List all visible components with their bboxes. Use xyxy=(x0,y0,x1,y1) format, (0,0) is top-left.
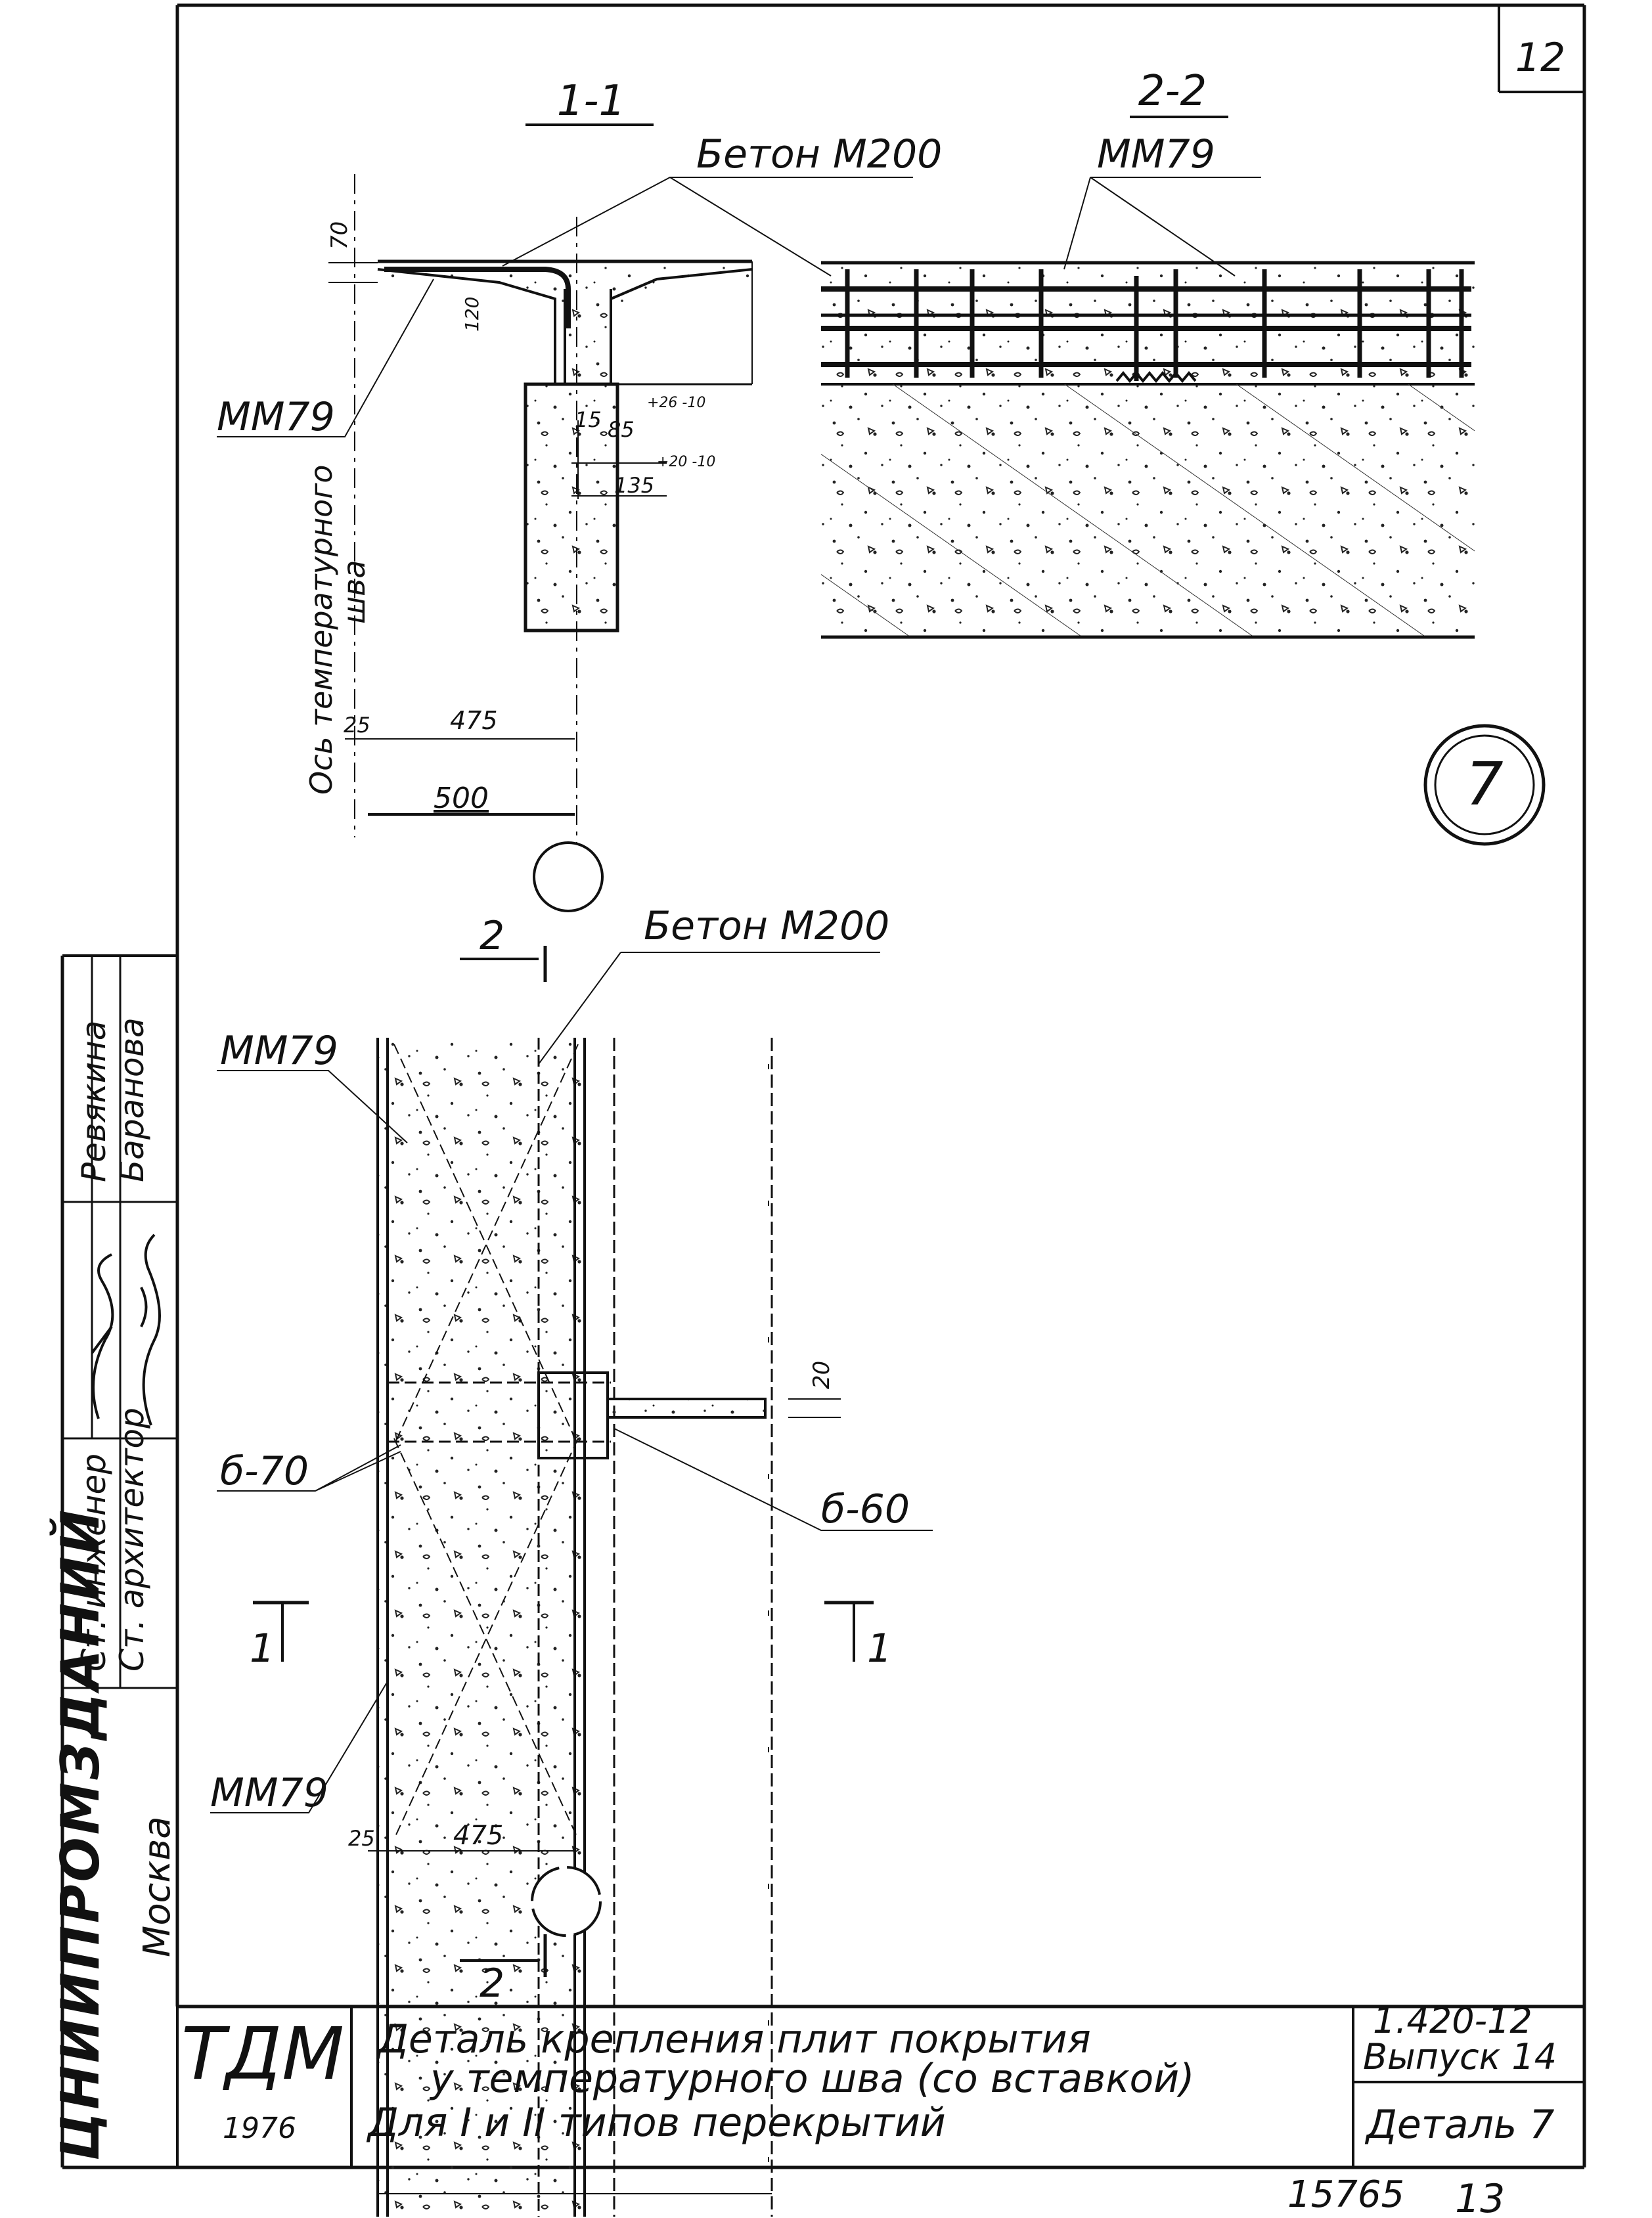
axis-label-2: шва xyxy=(336,560,372,624)
bottom-page: 13 xyxy=(1455,2176,1505,2218)
svg-text:135: 135 xyxy=(614,473,654,498)
stamp-role-1: Ст. инженер xyxy=(75,1453,113,1672)
section-1-1-beam xyxy=(524,382,619,632)
section-1-1: 1-1 70 120 15 85 +26 -10 135 +20 -10 xyxy=(217,77,942,912)
svg-text:120: 120 xyxy=(461,297,483,332)
section-2-2-mesh-label: ММ79 xyxy=(1097,131,1215,177)
page-number-box: 12 xyxy=(1498,5,1584,93)
stamp-role-2: Ст. архитектор xyxy=(113,1408,151,1672)
section-2-2: 2-2 ММ79 xyxy=(821,67,1475,639)
stamp-org: ЦНИИПРОМЗДАНИЙ xyxy=(49,1507,111,2161)
title-line-1: Деталь крепления плит покрытия xyxy=(376,2016,1091,2062)
section-2-2-rebar xyxy=(821,269,1471,384)
stamp-name-2: Баранова xyxy=(113,1017,151,1182)
plan-b70-label: б-70 xyxy=(220,1448,309,1494)
title-block: ТДМ 1976 Деталь крепления плит покрытия … xyxy=(176,2000,1584,2167)
bottom-number: 15765 xyxy=(1287,2173,1404,2216)
plan-concrete-label: Бетон М200 xyxy=(644,903,889,949)
svg-text:+26 -10: +26 -10 xyxy=(647,395,705,411)
stamp-signature-1 xyxy=(91,1253,114,1419)
svg-text:475: 475 xyxy=(450,706,498,735)
svg-text:70: 70 xyxy=(326,221,353,250)
plan-mesh-bottom-label: ММ79 xyxy=(210,1770,328,1816)
stamp-name-1: Ревякина xyxy=(75,1021,113,1182)
section-1-1-title: 1-1 xyxy=(557,77,626,125)
svg-text:25: 25 xyxy=(348,1826,375,1851)
plan-axis-bubble xyxy=(531,1866,602,1937)
cut-1-right: 1 xyxy=(867,1626,892,1672)
section-1-1-concrete-label: Бетон М200 xyxy=(696,131,942,177)
cut-2-top: 2 xyxy=(480,913,504,959)
svg-text:85: 85 xyxy=(608,417,635,442)
section-2-2-title: 2-2 xyxy=(1138,67,1207,116)
title-issue: Выпуск 14 xyxy=(1363,2036,1557,2077)
plan-mesh-top-label: ММ79 xyxy=(220,1028,338,1074)
page-number: 12 xyxy=(1515,35,1565,81)
axis-label-1: Ось температурного xyxy=(303,464,339,795)
title-line-2: у температурного шва (со вставкой) xyxy=(429,2056,1195,2102)
plan-view: 2 20 Бетон М200 ММ79 б-70 б xyxy=(210,903,933,2217)
cut-2-bottom: 2 xyxy=(480,1961,504,2007)
stamp-signature-2 xyxy=(140,1233,161,1426)
svg-text:25: 25 xyxy=(344,713,370,738)
title-series: 1.420-12 xyxy=(1373,2000,1532,2041)
title-detail: Деталь 7 xyxy=(1364,2102,1554,2148)
left-stamp: Ревякина Баранова Ст. инженер Ст. архите… xyxy=(49,956,179,2161)
detail-marker: 7 xyxy=(1423,724,1546,846)
svg-text:15: 15 xyxy=(575,407,602,432)
section-1-1-dims: 70 120 15 85 +26 -10 135 +20 -10 xyxy=(326,221,715,499)
svg-text:475: 475 xyxy=(453,1821,503,1851)
section-1-1-mesh-label: ММ79 xyxy=(217,394,335,440)
svg-text:500: 500 xyxy=(434,782,489,815)
svg-text:+20 -10: +20 -10 xyxy=(657,454,715,470)
plan-b60-label: б-60 xyxy=(821,1486,910,1532)
title-line-3: Для I и II типов перекрытий xyxy=(366,2100,946,2146)
section-1-1-axis-bubble xyxy=(533,841,604,912)
title-year: 1976 xyxy=(223,2112,296,2145)
detail-marker-number: 7 xyxy=(1465,750,1503,819)
stamp-city: Москва xyxy=(136,1816,179,1957)
title-logo: ТДМ xyxy=(181,2012,344,2096)
cut-1-left: 1 xyxy=(250,1626,275,1672)
svg-text:20: 20 xyxy=(809,1361,835,1389)
